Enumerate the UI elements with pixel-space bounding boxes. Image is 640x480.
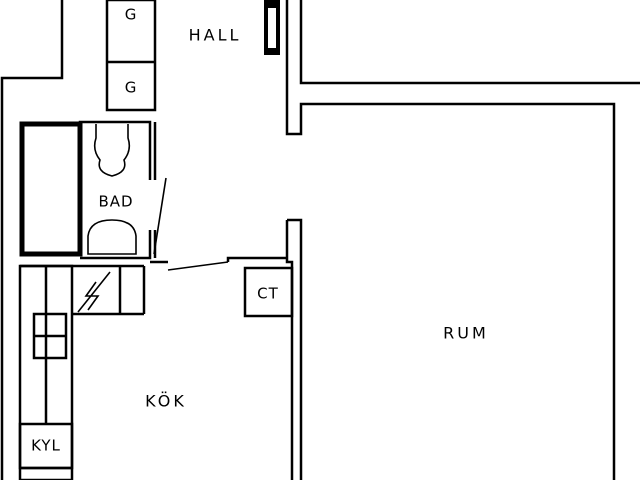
- room-label-kyl: KYL: [31, 437, 61, 455]
- room-label-bad: BAD: [98, 193, 133, 211]
- room-label-rum: RUM: [443, 324, 489, 343]
- room-label-kok: KÖK: [145, 392, 187, 411]
- kitchen: [18, 264, 294, 480]
- toilet-icon: [93, 124, 131, 177]
- kitchen-door: [150, 256, 287, 271]
- wardrobe-label-1: G: [125, 6, 138, 24]
- wardrobe-column: [105, 0, 157, 112]
- closet: [243, 266, 294, 318]
- electrical-symbol-icon: [77, 271, 111, 313]
- sink-icon: [87, 219, 137, 255]
- closet-label: CT: [257, 285, 279, 303]
- wardrobe-label-2: G: [125, 79, 138, 97]
- bathroom: [19, 120, 167, 260]
- room-label-hall: HALL: [189, 26, 242, 45]
